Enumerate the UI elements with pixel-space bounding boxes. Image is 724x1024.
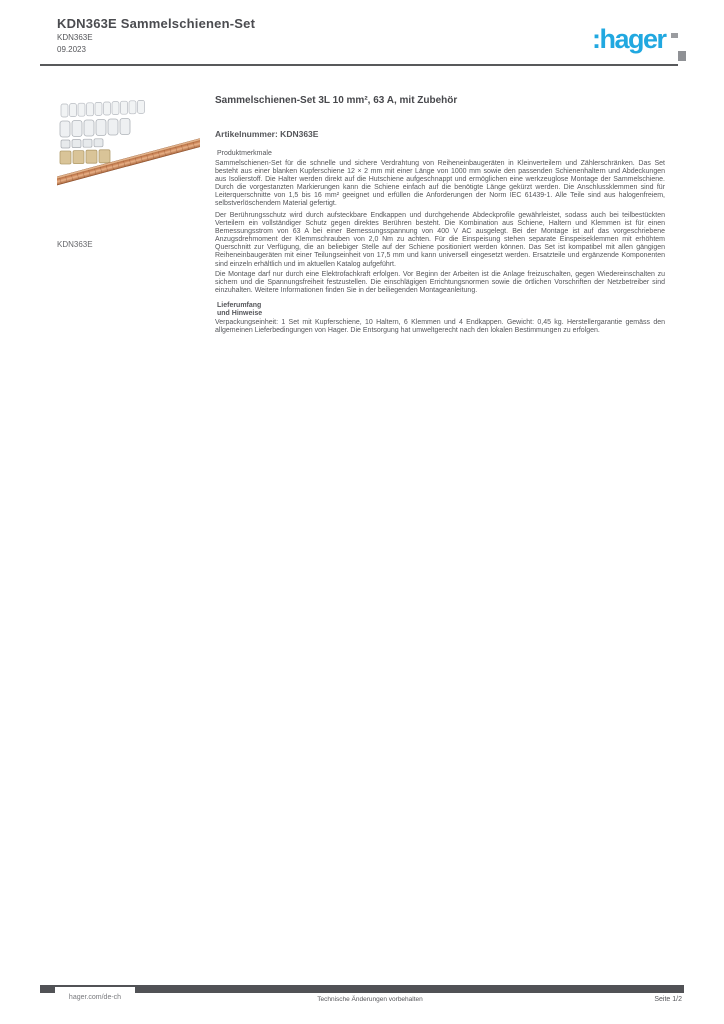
footer-website-link[interactable]: hager.com/de-ch: [55, 987, 135, 1007]
header-divider: [40, 64, 678, 66]
footer-bar: [40, 985, 684, 993]
description-paragraph-3: Die Montage darf nur durch eine Elektrof…: [215, 271, 665, 295]
footer-page-number: Seite 1/2: [654, 996, 682, 1003]
article-number-line: Artikelnummer: KDN363E: [215, 129, 319, 139]
document-title: KDN363E Sammelschienen-Set: [57, 16, 256, 31]
footer-center-text: Technische Änderungen vorbehalten: [317, 996, 423, 1003]
product-title: Sammelschienen-Set 3L 10 mm², 63 A, mit …: [215, 95, 458, 106]
note-label-line1: Lieferumfang: [217, 302, 262, 309]
note-label-line2: und Hinweise: [217, 309, 263, 317]
logo-trademark-icon: [678, 51, 686, 61]
busbar-kit-illustration: [53, 100, 203, 186]
header-reference: KDN363E: [57, 33, 93, 42]
description-paragraph-4: Verpackungseinheit: 1 Set mit Kupferschi…: [215, 319, 665, 335]
description-paragraph-2: Der Berührungsschutz wird durch aufsteck…: [215, 212, 665, 268]
description-paragraph-1: Sammelschienen-Set für die schnelle und …: [215, 160, 665, 208]
product-reference-caption: KDN363E: [57, 240, 93, 249]
logo-trademark-icon: [671, 33, 678, 38]
note-label: Lieferumfang und Hinweise: [217, 302, 262, 317]
section-label: Produktmerkmale: [217, 150, 272, 157]
hager-logo: :hager: [592, 24, 667, 54]
header-date: 09.2023: [57, 45, 86, 54]
product-image: [53, 95, 203, 190]
